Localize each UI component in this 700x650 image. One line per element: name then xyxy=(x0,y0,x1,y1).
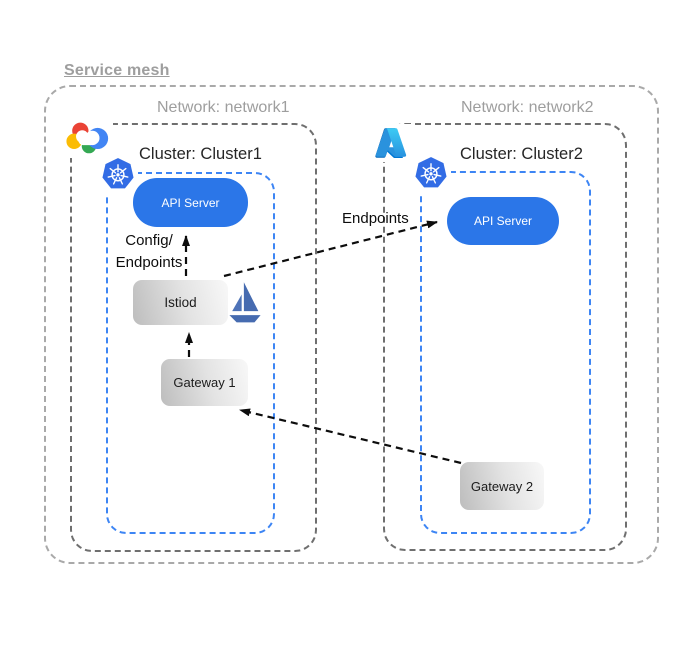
network2-label: Network: network2 xyxy=(461,99,594,116)
gateway2-label: Gateway 2 xyxy=(470,478,534,494)
gateway1-node: Gateway 1 xyxy=(161,359,248,406)
api-server-label: API Server xyxy=(161,195,220,210)
gateway2-node: Gateway 2 xyxy=(460,462,544,510)
kubernetes-icon-cluster1 xyxy=(98,154,138,194)
istio-icon-svg xyxy=(229,282,261,323)
api-server-node-cluster1: API Server xyxy=(133,178,248,227)
cluster1-boundary xyxy=(106,172,275,534)
api-server-node-cluster2: API Server xyxy=(447,197,559,245)
config-endpoints-line2: Endpoints xyxy=(115,254,183,271)
azure-icon xyxy=(371,124,411,162)
kubernetes-icon-cluster2 xyxy=(411,153,451,193)
config-endpoints-line1: Config/ xyxy=(125,232,173,249)
azure-icon-svg xyxy=(375,128,407,158)
google-cloud-icon xyxy=(63,117,113,158)
google-cloud-icon-svg xyxy=(66,122,109,154)
cluster1-label: Cluster: Cluster1 xyxy=(139,145,262,163)
istiod-label: Istiod xyxy=(164,295,197,310)
kubernetes-icon-svg xyxy=(100,156,136,191)
service-mesh-title: Service mesh xyxy=(64,62,170,79)
api-server-label: API Server xyxy=(473,214,533,228)
istiod-node: Istiod xyxy=(133,280,228,325)
network1-boundary xyxy=(70,123,317,552)
service-mesh-boundary xyxy=(44,85,659,564)
gateway1-label: Gateway 1 xyxy=(173,375,236,390)
kubernetes-icon-svg xyxy=(413,155,449,190)
endpoints-edge-label: Endpoints xyxy=(342,210,409,227)
config-endpoints-edge-label: Config/ Endpoints xyxy=(109,230,189,274)
istio-icon xyxy=(228,280,262,329)
network1-label: Network: network1 xyxy=(157,99,290,116)
cluster2-label: Cluster: Cluster2 xyxy=(460,145,583,163)
cluster2-boundary xyxy=(420,171,591,534)
network2-boundary xyxy=(383,123,627,551)
